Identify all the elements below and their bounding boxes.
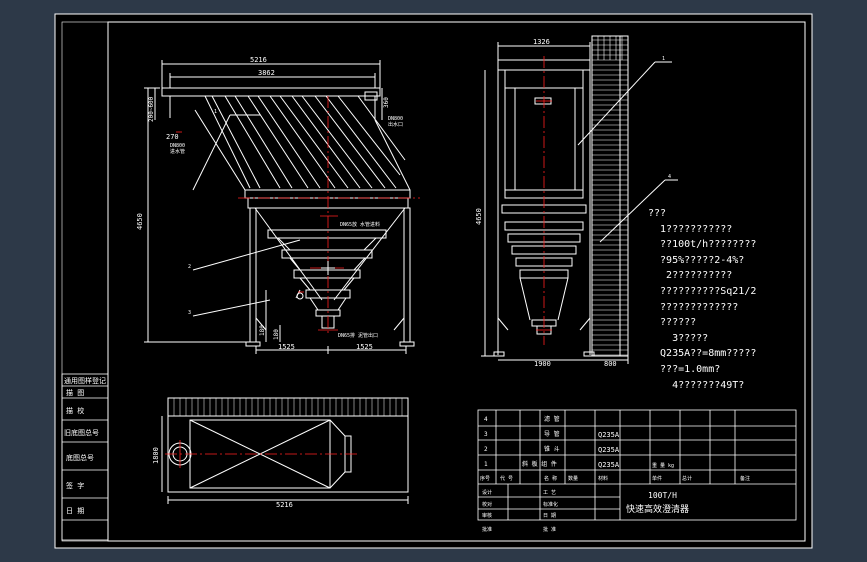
part-name-3: 导 管 — [544, 430, 560, 438]
title-block — [477, 409, 797, 521]
plan-grating — [173, 398, 403, 416]
ladder-column — [592, 36, 628, 356]
stage-2: 日 期 — [543, 513, 556, 519]
registration-table — [61, 373, 109, 541]
leader-side-1: 1 — [662, 56, 665, 62]
project-name: 100T/H — [648, 491, 677, 500]
leader-front-2: 2 — [188, 264, 191, 270]
dim-side-right-width: 800 — [604, 360, 617, 368]
note-line: ?95%?????2-4%? — [648, 254, 745, 266]
reg-row-0: 通用图样登记 — [64, 376, 106, 385]
dim-side-height: 4650 — [475, 208, 483, 225]
sign-1: 校对 — [482, 501, 492, 508]
front-view — [144, 60, 415, 354]
registration-texts: 通用图样登记 描 图 描 校 旧底图总号 底图总号 签 字 日 期 — [64, 376, 106, 515]
stage-1: 标准化 — [543, 501, 558, 508]
outer-frame — [54, 13, 813, 549]
dim-front-bottom-left: 1525 — [278, 343, 295, 351]
note-line: ????????????? — [648, 301, 739, 313]
hdr-no: 序号 — [480, 475, 490, 482]
label-mid-pipe: DN65放 水管进料 — [340, 221, 380, 228]
sign-3: 批准 — [482, 526, 492, 533]
reg-row-4: 底图总号 — [66, 453, 94, 462]
hdr-code: 代 号 — [500, 475, 513, 482]
reg-row-5: 签 字 — [66, 481, 84, 490]
dim-front-outlet-b: 180 — [273, 329, 280, 340]
note-line: ???=1.0mm? — [648, 363, 721, 375]
drawing-name: 快速高效澄清器 — [626, 503, 689, 515]
hdr-unit: 单件 — [652, 475, 662, 482]
dim-front-top-offset: 200~600 — [148, 96, 155, 122]
reg-row-3: 旧底图总号 — [64, 428, 99, 437]
plan-centerlines — [165, 440, 360, 468]
stage-3: 批 准 — [543, 526, 556, 533]
front-marks — [321, 261, 335, 275]
leader-front-1: 1 — [214, 109, 217, 115]
dim-plan-width: 5216 — [276, 501, 293, 509]
part-name-1: 斜 板 组 件 — [522, 460, 557, 468]
weight-label: 重 量 kg — [652, 462, 674, 469]
note-line: 1??????????? — [648, 223, 733, 235]
part-no-3: 3 — [484, 431, 488, 438]
note-line: 2?????????? — [648, 270, 733, 282]
dim-front-height: 4650 — [136, 213, 144, 230]
note-line: ??100t/h???????? — [648, 239, 757, 251]
dimension-texts: 5216 3862 4650 200~600 270 360 1525 1525… — [136, 38, 617, 509]
sign-0: 设计 — [482, 489, 492, 496]
reg-row-1: 描 图 — [66, 388, 84, 397]
dim-plan-height: 1800 — [152, 447, 160, 464]
leader-front-3: 3 — [188, 310, 191, 316]
note-line: 3????? — [648, 332, 709, 344]
note-line: ??? — [648, 208, 667, 219]
dim-front-overall-width: 5216 — [250, 56, 267, 64]
hdr-remark: 备注 — [740, 475, 750, 482]
dim-front-outlet-a: 180 — [259, 325, 266, 336]
dim-front-inner-width: 3862 — [258, 69, 275, 77]
label-bottom-pipe: DN65排 泥管出口 — [338, 332, 378, 339]
hdr-qty: 数量 — [568, 475, 578, 482]
part-material-3: Q235A — [598, 431, 620, 439]
hdr-material: 材料 — [598, 475, 608, 482]
sign-2: 审核 — [482, 512, 492, 519]
part-name-4: 滤 管 — [544, 415, 560, 423]
hdr-total: 总计 — [682, 475, 692, 482]
part-no-1: 1 — [484, 461, 488, 468]
binding-margin — [61, 21, 109, 542]
part-material-2: Q235A — [598, 446, 620, 454]
note-line: 4???????49T? — [648, 379, 745, 391]
title-block-texts: 4 滤 管 3 导 管 Q235A 2 锥 斗 Q235A 1 斜 板 组 件 … — [480, 415, 750, 533]
note-line: ??????????Sq21/2 — [648, 285, 757, 297]
part-no-4: 4 — [484, 416, 488, 423]
note-line: ?????? — [648, 317, 697, 329]
dim-side-bottom-width: 1900 — [534, 360, 551, 368]
dim-front-bottom-right: 1525 — [356, 343, 373, 351]
reg-row-2: 描 校 — [66, 406, 84, 415]
technical-notes: ??? 1??????????? ??100t/h???????? ?95%??… — [648, 206, 818, 393]
front-centerlines — [176, 96, 420, 335]
part-material-1: Q235A — [598, 461, 620, 469]
part-no-2: 2 — [484, 446, 488, 453]
part-name-2: 锥 斗 — [544, 445, 560, 453]
dim-side-top-width: 1326 — [533, 38, 550, 46]
hdr-name: 名 称 — [544, 475, 557, 482]
note-line: Q235A??=8mm????? — [648, 348, 757, 360]
leader-side-4: 4 — [668, 174, 671, 180]
reg-row-6: 日 期 — [66, 507, 84, 515]
dim-front-left-small: 270 — [166, 133, 179, 141]
side-centerlines — [536, 56, 552, 345]
dim-front-right-small: 360 — [383, 97, 390, 108]
stage-0: 工 艺 — [543, 490, 556, 496]
